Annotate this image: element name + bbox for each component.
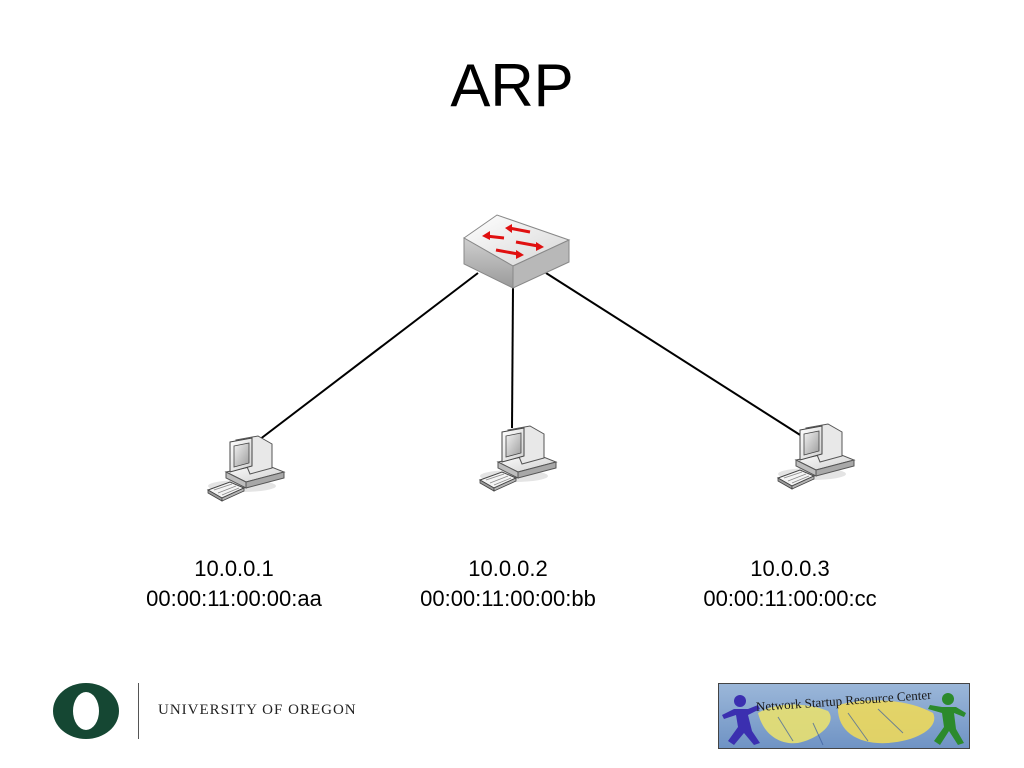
host-3-ip: 10.0.0.3 xyxy=(750,556,830,581)
computer-icon xyxy=(479,425,557,492)
host-2-mac: 00:00:11:00:00:bb xyxy=(420,586,596,611)
host-3-label: 10.0.0.3 00:00:11:00:00:cc xyxy=(660,554,920,614)
university-of-oregon-o-logo xyxy=(53,683,119,739)
host-2-ip: 10.0.0.2 xyxy=(468,556,548,581)
computer-icon xyxy=(777,423,855,490)
host-1-label: 10.0.0.1 00:00:11:00:00:aa xyxy=(104,554,364,614)
link-host-2 xyxy=(511,286,514,429)
host-3-mac: 00:00:11:00:00:cc xyxy=(703,586,877,611)
blue-person-icon xyxy=(722,695,760,745)
network-switch-icon xyxy=(463,214,571,289)
footer-divider xyxy=(138,683,139,739)
link-host-1 xyxy=(254,272,479,444)
nsrc-logo: Network Startup Resource Center xyxy=(718,683,970,749)
university-name: UNIVERSITY OF OREGON xyxy=(158,702,357,718)
link-host-3 xyxy=(545,272,809,441)
host-1-ip: 10.0.0.1 xyxy=(194,556,274,581)
host-1-mac: 00:00:11:00:00:aa xyxy=(146,586,322,611)
green-person-icon xyxy=(928,693,966,745)
host-2-label: 10.0.0.2 00:00:11:00:00:bb xyxy=(378,554,638,614)
computer-icon xyxy=(207,435,285,502)
slide-title: ARP xyxy=(450,52,574,119)
